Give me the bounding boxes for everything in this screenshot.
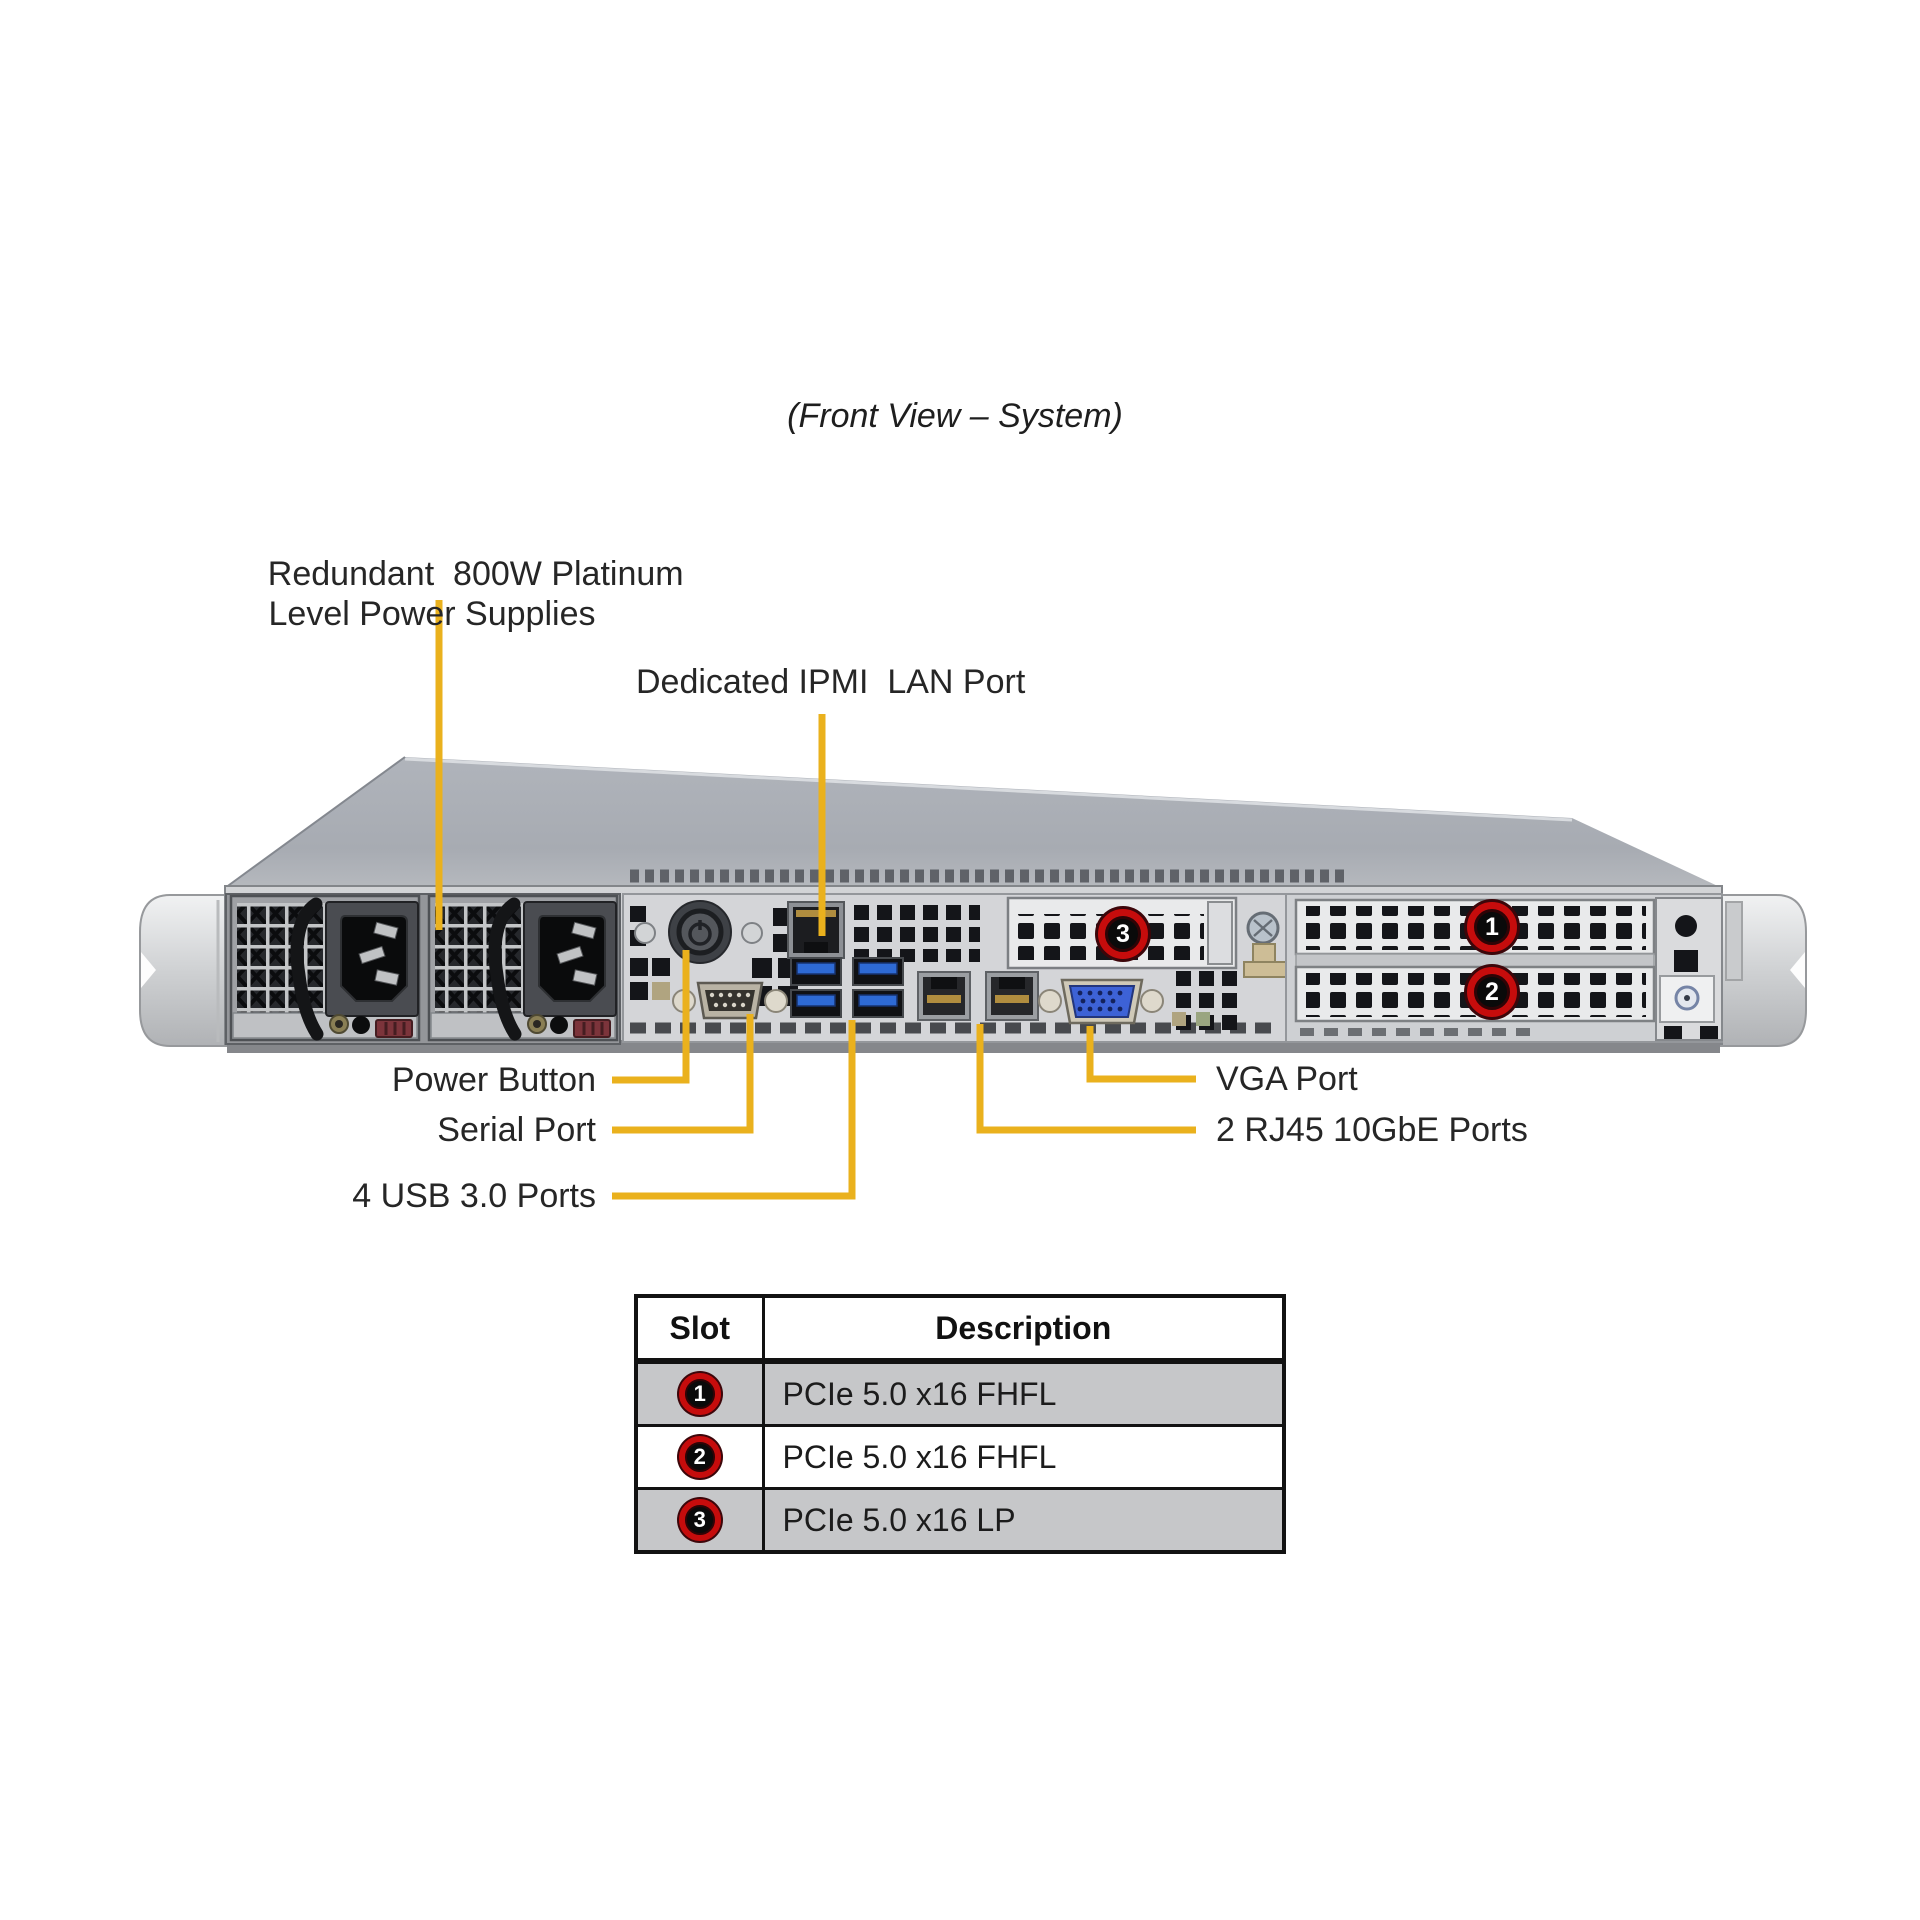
- table-header-slot: Slot: [634, 1294, 765, 1364]
- label-vga-port: VGA Port: [1216, 1060, 1358, 1098]
- label-serial-port: Serial Port: [437, 1111, 596, 1149]
- psu-handle: [290, 897, 324, 1041]
- slot-number-cell: 3: [634, 1487, 765, 1554]
- slot-2-marker: 2: [1467, 967, 1517, 1017]
- slot-description-cell: PCIe 5.0 x16 FHFL: [761, 1359, 1286, 1427]
- slot-number-cell: 1: [634, 1359, 765, 1427]
- slot-description-cell: PCIe 5.0 x16 LP: [761, 1487, 1286, 1554]
- vga-port: [1038, 978, 1164, 1025]
- callout-line-serial: [612, 1014, 754, 1134]
- table-row: 2 PCIe 5.0 x16 FHFL: [634, 1424, 1286, 1490]
- label-ipmi-lan-port: Dedicated IPMI LAN Port: [636, 663, 1026, 701]
- thumbscrew: [1246, 911, 1280, 945]
- ipmi-lan-port: [787, 901, 845, 959]
- screw: [634, 922, 656, 944]
- vent-grid: [846, 898, 980, 962]
- slot-retention-column: [1655, 897, 1723, 1041]
- io-plate: [622, 893, 1287, 1043]
- label-usb-ports: 4 USB 3.0 Ports: [352, 1177, 596, 1215]
- screw: [741, 922, 763, 944]
- slot-description-table: Slot Description 1 PCIe 5.0 x16 FHFL 2 P…: [634, 1294, 1286, 1554]
- table-header-description: Description: [761, 1294, 1286, 1364]
- power-button: [668, 900, 732, 964]
- callout-line-power-button: [612, 950, 690, 1084]
- chassis-lid: [224, 756, 1722, 889]
- pcie-slot-section: [1285, 893, 1723, 1043]
- table-header-row: Slot Description: [634, 1294, 1286, 1364]
- table-row: 3 PCIe 5.0 x16 LP: [634, 1487, 1286, 1554]
- slot-3-table-marker: 3: [678, 1499, 721, 1541]
- slot-3-marker: 3: [1098, 909, 1148, 959]
- usb-3-ports: [790, 957, 904, 1018]
- right-rack-ear: [1713, 894, 1807, 1047]
- callout-line-rj45: [976, 1024, 1196, 1134]
- slot-1-table-marker: 1: [678, 1373, 721, 1415]
- power-supply-2: [429, 896, 617, 1040]
- slot-2-table-marker: 2: [678, 1436, 721, 1478]
- slot-description-cell: PCIe 5.0 x16 FHFL: [761, 1424, 1286, 1490]
- left-rack-ear: [139, 894, 233, 1047]
- slot-1-marker: 1: [1467, 902, 1517, 952]
- lan-rj45-ports: [917, 971, 1039, 1021]
- callout-lines: [435, 600, 1196, 1200]
- label-power-button: Power Button: [391, 1061, 596, 1099]
- guide-bracket: [1243, 943, 1287, 978]
- label-rj45-ports: 2 RJ45 10GbE Ports: [1216, 1111, 1528, 1149]
- power-supply-1: [229, 894, 421, 1042]
- power-supply-bay: [225, 894, 620, 1044]
- figure-title: (Front View – System): [787, 397, 1123, 435]
- callout-line-usb: [612, 1020, 856, 1200]
- table-row: 1 PCIe 5.0 x16 FHFL: [634, 1359, 1286, 1427]
- callout-line-vga: [1086, 1026, 1196, 1083]
- slot-number-cell: 2: [634, 1424, 765, 1490]
